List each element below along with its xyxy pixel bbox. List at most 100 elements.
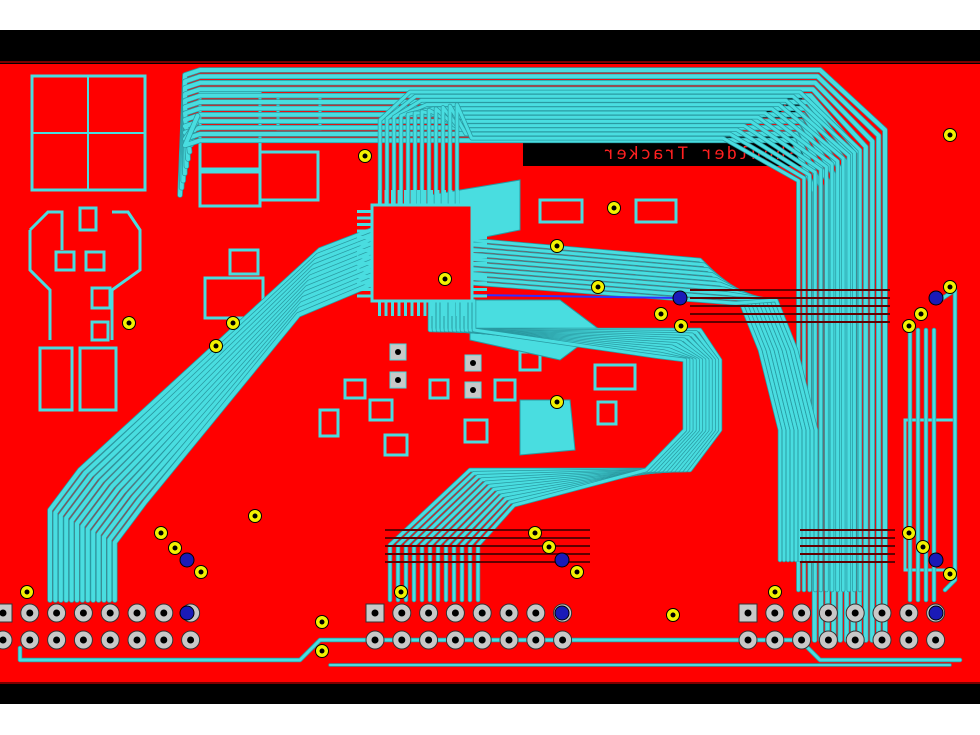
pin-hole: [771, 636, 779, 644]
bottom-via-icon: [928, 605, 944, 621]
trace-left-fanout: [102, 273, 374, 602]
trace-mcu-top-bus: [392, 98, 851, 592]
via-hole: [670, 612, 676, 618]
via-hole: [772, 589, 778, 595]
via-hole: [906, 530, 912, 536]
trace-mcu-top-bus: [441, 105, 812, 592]
pin-hole: [0, 609, 7, 617]
mcu-pin-right: [472, 223, 487, 226]
mcu-pin-top: [449, 190, 453, 205]
pin-hole: [478, 636, 486, 644]
via-hole: [126, 320, 132, 326]
pin-hole: [851, 636, 859, 644]
mcu-pin-right: [472, 210, 487, 213]
component-pad-crystal1: [538, 198, 584, 224]
pin-hole: [26, 636, 34, 644]
mcu-pin-bottom: [378, 301, 381, 316]
mcu-pin-top: [417, 190, 420, 205]
mcu-pin-bottom: [443, 301, 446, 316]
mcu-pin-bottom: [391, 301, 394, 316]
pin-hole: [505, 609, 513, 617]
mcu-pin-top: [423, 190, 427, 205]
component-pad-r5: [463, 418, 489, 444]
trace-mcu-top-bus: [406, 107, 840, 592]
mcu-pin-top: [404, 190, 407, 205]
mcu-pin-right: [472, 275, 487, 278]
mcu-pin-bottom: [449, 301, 453, 316]
mcu-pin-left: [357, 236, 372, 239]
mcu-pin-bottom: [397, 301, 401, 316]
pin-hole: [53, 609, 61, 617]
pin-hole: [905, 636, 913, 644]
trace-left-fanout: [96, 268, 374, 602]
pin-hole: [905, 609, 913, 617]
mcu-pin-left: [357, 268, 372, 272]
trace-mcu-top-bus: [427, 108, 823, 592]
via-hole: [398, 589, 404, 595]
pin-hole: [160, 636, 168, 644]
trace-mcu-top-bus: [399, 103, 845, 592]
pin-hole: [0, 636, 7, 644]
pin-hole: [371, 636, 379, 644]
via-hole: [532, 530, 538, 536]
trace-left-fanout: [58, 237, 374, 602]
pin-hole: [932, 636, 940, 644]
mcu-chip: [357, 190, 487, 316]
usb-pad-5: [90, 320, 110, 342]
via-hole: [611, 205, 617, 211]
pin-hole: [187, 636, 195, 644]
mcu-pin-left: [357, 281, 372, 285]
via-hole: [574, 569, 580, 575]
via-hole: [319, 619, 325, 625]
mcu-pin-top: [391, 190, 394, 205]
via-hole: [595, 284, 601, 290]
trace-left-fanout: [107, 277, 374, 602]
via-hole: [24, 589, 30, 595]
mcu-pin-top: [462, 190, 466, 205]
mcu-pin-right: [472, 262, 487, 265]
mcu-pin-left: [357, 210, 372, 213]
mcu-pin-left: [357, 255, 372, 259]
board-frame-bottom: [0, 682, 980, 704]
via-hole: [554, 399, 560, 405]
mcu-pin-top: [384, 190, 388, 205]
pin-hole: [798, 636, 806, 644]
board-frame-top: [0, 30, 980, 64]
via-hole: [172, 545, 178, 551]
component-pad-reg: [258, 150, 320, 202]
trace-right-edge: [938, 288, 957, 592]
trace-mcu-top-bus: [448, 104, 806, 592]
pin-hole: [79, 609, 87, 617]
via-hole: [362, 153, 368, 159]
pin-hole: [371, 609, 379, 617]
mcu-pin-left: [357, 262, 372, 265]
pin-hole: [559, 636, 567, 644]
bottom-via-icon: [928, 290, 944, 306]
trace-right-bus: [470, 238, 782, 562]
pin-header-middle: [365, 603, 573, 650]
trace-right-bus: [470, 252, 794, 562]
usb-outline: [28, 210, 142, 340]
component-pad-r8: [593, 363, 637, 391]
via-hole: [678, 323, 684, 329]
component-pad-r9: [596, 400, 618, 426]
bottom-via-icon: [554, 605, 570, 621]
mcu-pin-bottom: [430, 301, 433, 316]
via-hole: [947, 132, 953, 138]
mcu-pin-bottom: [436, 301, 440, 316]
pin-hole: [532, 609, 540, 617]
trace-left-fanout: [69, 246, 374, 602]
pin-hole: [26, 609, 34, 617]
bottom-via-icon: [554, 552, 570, 568]
usb-pad-2: [54, 250, 76, 272]
test-pad-1-hole: [395, 349, 401, 355]
pin-hole: [505, 636, 513, 644]
mcu-pin-right: [472, 281, 487, 285]
mcu-pin-top: [456, 190, 459, 205]
pin-hole: [133, 636, 141, 644]
mcu-pin-left: [357, 249, 372, 252]
mcu-pin-left: [357, 288, 372, 291]
pin-hole: [425, 609, 433, 617]
pin-hole: [824, 609, 832, 617]
